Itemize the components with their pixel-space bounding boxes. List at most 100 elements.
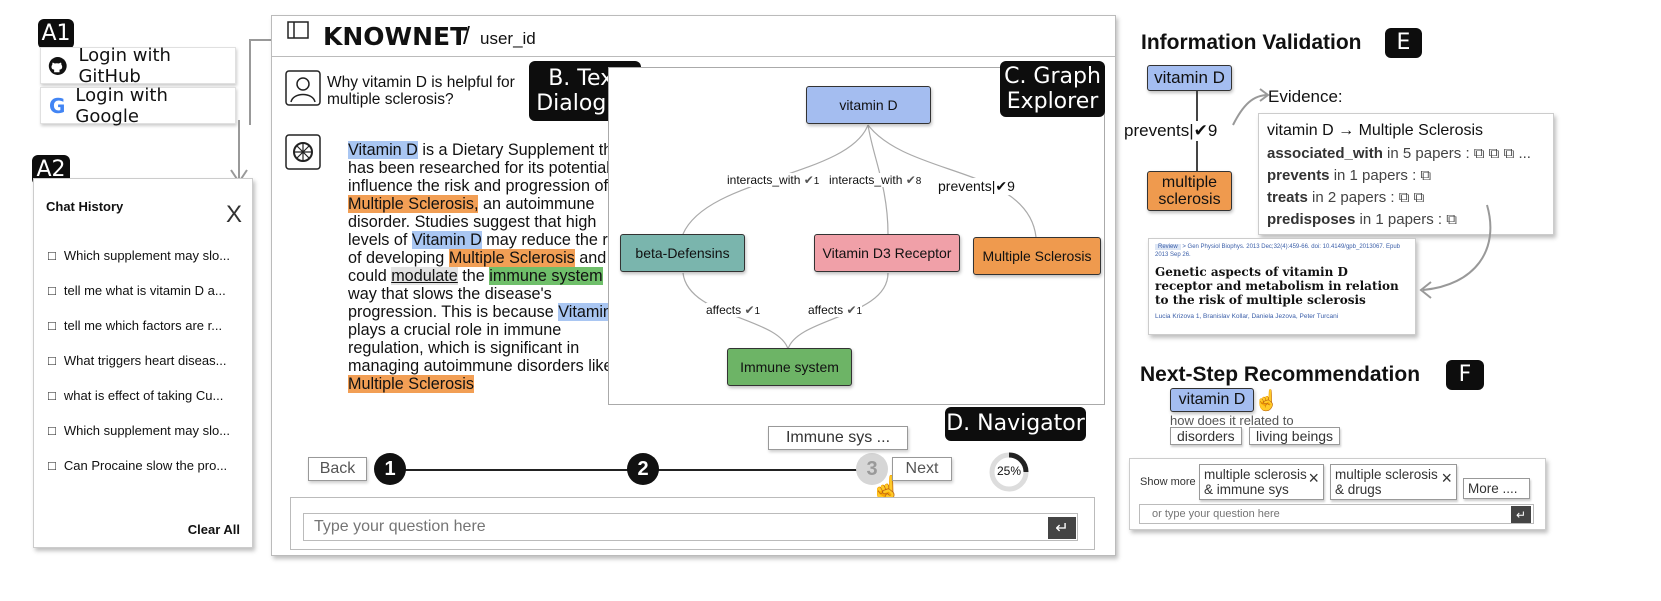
user-avatar-icon xyxy=(285,70,321,106)
validation-relation: prevents|✔9 xyxy=(1124,121,1218,141)
evidence-card-title: vitamin D → Multiple Sclerosis xyxy=(1267,122,1484,139)
back-button[interactable]: Back xyxy=(308,457,367,481)
recommendation-send-button[interactable]: ↵ xyxy=(1511,506,1531,523)
external-link-icon[interactable]: ⧉ xyxy=(1413,189,1425,206)
node-vitamin-d[interactable]: vitamin D xyxy=(806,86,931,124)
header-separator: / xyxy=(463,22,470,50)
login-github-button[interactable]: Login with GitHub xyxy=(40,44,236,87)
recommendation-chip[interactable]: disorders xyxy=(1170,427,1242,445)
highlighted-entity[interactable]: Multiple Sclerosis, xyxy=(348,195,479,213)
chat-bubble-icon: □ xyxy=(48,353,56,368)
recommendation-prompt: how does it related to xyxy=(1170,413,1294,428)
highlighted-entity[interactable]: Vitamin D xyxy=(348,141,418,159)
highlighted-entity[interactable]: Vitamin D xyxy=(411,231,482,249)
show-more-label: Show more xyxy=(1140,476,1196,488)
node-beta-defensins[interactable]: beta-Defensins xyxy=(620,234,745,272)
validation-source-node[interactable]: vitamin D xyxy=(1147,65,1232,91)
history-item[interactable]: □Which supplement may slo... xyxy=(48,423,231,438)
external-link-icon[interactable]: ⧉ xyxy=(1446,211,1457,228)
step-3[interactable]: 3 xyxy=(856,453,888,485)
login-google-label: Login with Google xyxy=(75,84,168,127)
check-icon: ✔ xyxy=(1193,121,1208,140)
edge-label-prevents: prevents|✔9 xyxy=(938,178,1015,195)
external-link-icon[interactable]: ⧉ xyxy=(1420,167,1432,184)
check-icon: ✔ xyxy=(995,178,1008,194)
node-vitamin-d3-receptor[interactable]: Vitamin D3 Receptor xyxy=(814,234,960,272)
google-icon: G xyxy=(49,93,66,118)
validation-title: Information Validation xyxy=(1141,31,1362,54)
external-link-icon[interactable]: ⧉ xyxy=(1488,145,1500,162)
validation-target-node[interactable]: multiple sclerosis xyxy=(1147,171,1232,211)
answer-text-segment: may reduce the risk of developing xyxy=(348,231,628,267)
recommendation-title: Next-Step Recommendation xyxy=(1140,363,1421,386)
history-item[interactable]: □tell me what is vitamin D a... xyxy=(48,283,226,298)
answer-text-segment: and could xyxy=(348,249,607,285)
more-button[interactable]: More .... xyxy=(1463,478,1530,499)
answer-text-segment: is a Dietary Supplement that has been re… xyxy=(348,141,628,195)
tag-navigator: D. Navigator xyxy=(945,407,1086,441)
edge-label-affects-1: affects ✔1 xyxy=(706,303,761,317)
highlighted-entity[interactable]: Multiple Sclerosis xyxy=(448,249,575,267)
paper-meta: Review > Gen Physiol Biophys. 2013 Dec;3… xyxy=(1155,244,1401,258)
external-link-icon[interactable]: ⧉ xyxy=(1473,145,1485,162)
chat-history-panel: Chat History X Clear All xyxy=(33,178,253,548)
chat-history-title: Chat History xyxy=(46,199,124,214)
node-multiple-sclerosis[interactable]: Multiple Sclerosis xyxy=(973,237,1101,275)
chat-bubble-icon: □ xyxy=(48,458,56,473)
check-icon: ✔ xyxy=(905,173,916,187)
login-github-label: Login with GitHub xyxy=(78,44,171,87)
next-button[interactable]: Next xyxy=(892,457,952,481)
history-item[interactable]: □what is effect of taking Cu... xyxy=(48,388,224,403)
answer-text-segment: in a way that slows the disease's progre… xyxy=(348,267,633,321)
show-more-chip[interactable]: multiple sclerosis & drugs× xyxy=(1330,464,1457,500)
chat-bubble-icon: □ xyxy=(48,248,56,263)
recommendation-entity[interactable]: vitamin D xyxy=(1170,388,1254,412)
connector-a1-header xyxy=(249,39,280,125)
chat-bubble-icon: □ xyxy=(48,388,56,403)
history-item[interactable]: □What triggers heart diseas... xyxy=(48,353,227,368)
external-link-icon[interactable]: ⧉ xyxy=(1503,145,1515,162)
paper-preview[interactable]: Review > Gen Physiol Biophys. 2013 Dec;3… xyxy=(1148,238,1416,335)
paper-title: Genetic aspects of vitamin D receptor an… xyxy=(1155,265,1399,307)
step-1[interactable]: 1 xyxy=(374,453,406,485)
edge-label-interacts-1: interacts_with ✔1 xyxy=(727,173,820,187)
history-item[interactable]: □tell me which factors are r... xyxy=(48,318,223,333)
close-icon[interactable]: × xyxy=(1441,468,1452,488)
highlighted-entity[interactable]: Multiple Sclerosis xyxy=(348,375,474,393)
evidence-row: associated_with in 5 papers : ⧉ ⧉ ⧉ ... xyxy=(1267,145,1531,162)
highlighted-entity[interactable]: immune system xyxy=(489,267,603,285)
tag-graph-explorer: C. Graph Explorer xyxy=(1000,61,1105,117)
check-icon: ✔ xyxy=(744,303,755,317)
evidence-row: predisposes in 1 papers : ⧉ xyxy=(1267,211,1457,228)
evidence-card: vitamin D → Multiple Sclerosis associate… xyxy=(1258,113,1554,235)
question-input[interactable] xyxy=(303,513,1078,541)
recommendation-input[interactable] xyxy=(1139,504,1534,524)
check-icon: ✔ xyxy=(803,173,814,187)
answer-text-segment: an autoimmune disorder. Studies suggest … xyxy=(348,195,597,249)
node-immune-system[interactable]: Immune system xyxy=(727,348,852,386)
step-2[interactable]: 2 xyxy=(627,453,659,485)
close-icon[interactable]: × xyxy=(1308,468,1319,488)
app-title: KNOWNET xyxy=(323,22,468,51)
tag-e: E xyxy=(1385,28,1422,58)
tag-f: F xyxy=(1446,360,1484,390)
login-google-button[interactable]: G Login with Google xyxy=(40,84,236,127)
evidence-row: prevents in 1 papers : ⧉ xyxy=(1267,167,1432,184)
history-item[interactable]: □Which supplement may slo... xyxy=(48,248,231,263)
sidebar-toggle-icon[interactable] xyxy=(287,21,309,39)
external-link-icon[interactable]: ⧉ xyxy=(1398,189,1410,206)
highlighted-entity[interactable]: modulate xyxy=(391,267,458,285)
chat-bubble-icon: □ xyxy=(48,318,56,333)
evidence-label: Evidence: xyxy=(1268,87,1343,106)
paper-arrow xyxy=(1419,204,1492,299)
chat-history-close-button[interactable]: X xyxy=(226,201,243,228)
progress-ring xyxy=(989,452,1029,492)
show-more-chip[interactable]: multiple sclerosis & immune sys× xyxy=(1199,464,1324,500)
clear-all-button[interactable]: Clear All xyxy=(187,522,240,537)
send-button[interactable]: ↵ xyxy=(1048,517,1076,539)
edge-vitd-ms xyxy=(867,124,1037,238)
history-item[interactable]: □Can Procaine slow the pro... xyxy=(48,458,228,473)
recommendation-chip[interactable]: living beings xyxy=(1249,427,1341,445)
evidence-arrow xyxy=(1232,88,1270,126)
pointer-cursor-icon: ☝ xyxy=(1254,390,1279,412)
